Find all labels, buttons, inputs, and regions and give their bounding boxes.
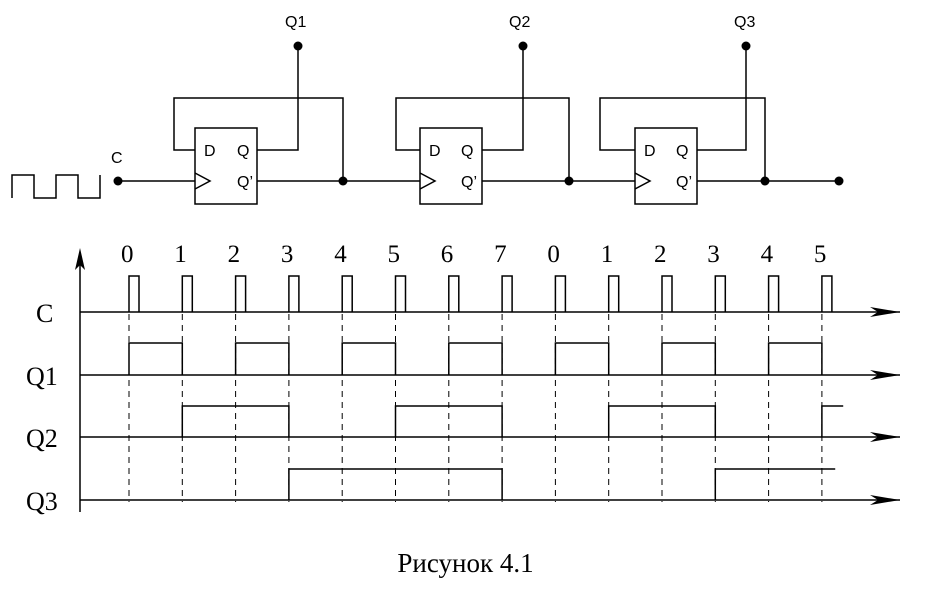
clock-pulse-9 [607,275,620,312]
count-label-5: 5 [388,241,401,268]
q3-pulse-1 [714,468,836,500]
clock-pulse-4 [341,275,353,312]
edge-markers [128,314,823,502]
q2-pulse-0 [181,405,290,437]
q1-output-node [293,41,303,51]
vertical-axis-arrow [75,248,85,270]
junction-node-3 [760,176,770,186]
q1-pulse-0 [128,342,184,375]
count-labels: 0 1 2 3 4 5 6 7 0 1 2 3 4 5 [121,241,826,268]
q3-output-label: Q3 [734,14,755,31]
junction-node-1 [338,176,348,186]
q1-pulse-6 [767,342,823,375]
ff1-qbar-label: Q’ [237,174,253,191]
clock-pulse-11 [714,275,727,312]
clock-pulse-6 [448,275,460,312]
clock-label: C [111,150,123,167]
signal-label-q3: Q3 [26,487,58,516]
ff2-d-label: D [429,143,441,160]
q1-output-label: Q1 [285,14,306,31]
q1-pulse-5 [661,342,717,375]
clock-pulse-3 [288,275,300,312]
count-label-0: 0 [121,241,134,268]
q1-pulse-2 [341,342,397,375]
count-label-10: 2 [654,241,667,268]
ff1-q-label: Q [237,143,249,160]
q1-pulse-4 [554,342,610,375]
signal-label-q1: Q1 [26,362,58,391]
clock-generator-waveform [11,174,101,199]
count-label-6: 6 [441,241,454,268]
q2-output-label: Q2 [509,14,530,31]
count-label-3: 3 [281,241,294,268]
ff3-d-label: D [644,143,656,160]
q2-pulse-2 [607,405,717,437]
clock-input-node [113,176,123,186]
count-label-8: 0 [547,241,560,268]
clock-pulse-5 [394,275,407,312]
q2-pulse-3 [821,405,844,437]
clock-pulse-12 [767,275,780,312]
flip-flop-1 [173,46,420,205]
clock-pulse-8 [554,275,567,312]
end-node [834,176,844,186]
counter-circuit [11,46,839,205]
clock-pulse-10 [661,275,673,312]
circuit-nodes [113,41,844,186]
clock-pulse-13 [821,275,833,312]
ff1-d-label: D [204,143,216,160]
q2-pulse-1 [394,405,503,437]
count-label-12: 4 [761,241,774,268]
junction-node-2 [564,176,574,186]
q3-pulse-0 [288,468,503,500]
clock-pulse-0 [128,275,140,312]
q2-output-node [518,41,528,51]
signal-label-q2: Q2 [26,424,58,453]
clock-pulse-7 [501,275,513,312]
q1-pulse-1 [234,342,290,375]
ff2-qbar-label: Q’ [461,174,477,191]
count-label-2: 2 [228,241,241,268]
q1-pulse-3 [448,342,503,375]
ff2-q-label: Q [461,143,473,160]
flip-flop-2 [395,46,635,205]
count-label-13: 5 [814,241,827,268]
signal-baselines [80,307,900,505]
count-label-9: 1 [601,241,614,268]
ff3-q-label: Q [676,143,688,160]
ff3-qbar-label: Q’ [676,174,692,191]
clock-pulse-2 [234,275,247,312]
flip-flop-3 [599,46,839,205]
q3-output-node [741,41,751,51]
clock-pulse-1 [181,275,194,312]
count-label-11: 3 [707,241,720,268]
signal-label-c: C [36,299,53,328]
signal-waveforms [128,275,844,500]
figure-caption: Рисунок 4.1 [397,548,534,578]
count-label-7: 7 [494,241,507,268]
count-label-4: 4 [334,241,347,268]
count-label-1: 1 [174,241,187,268]
